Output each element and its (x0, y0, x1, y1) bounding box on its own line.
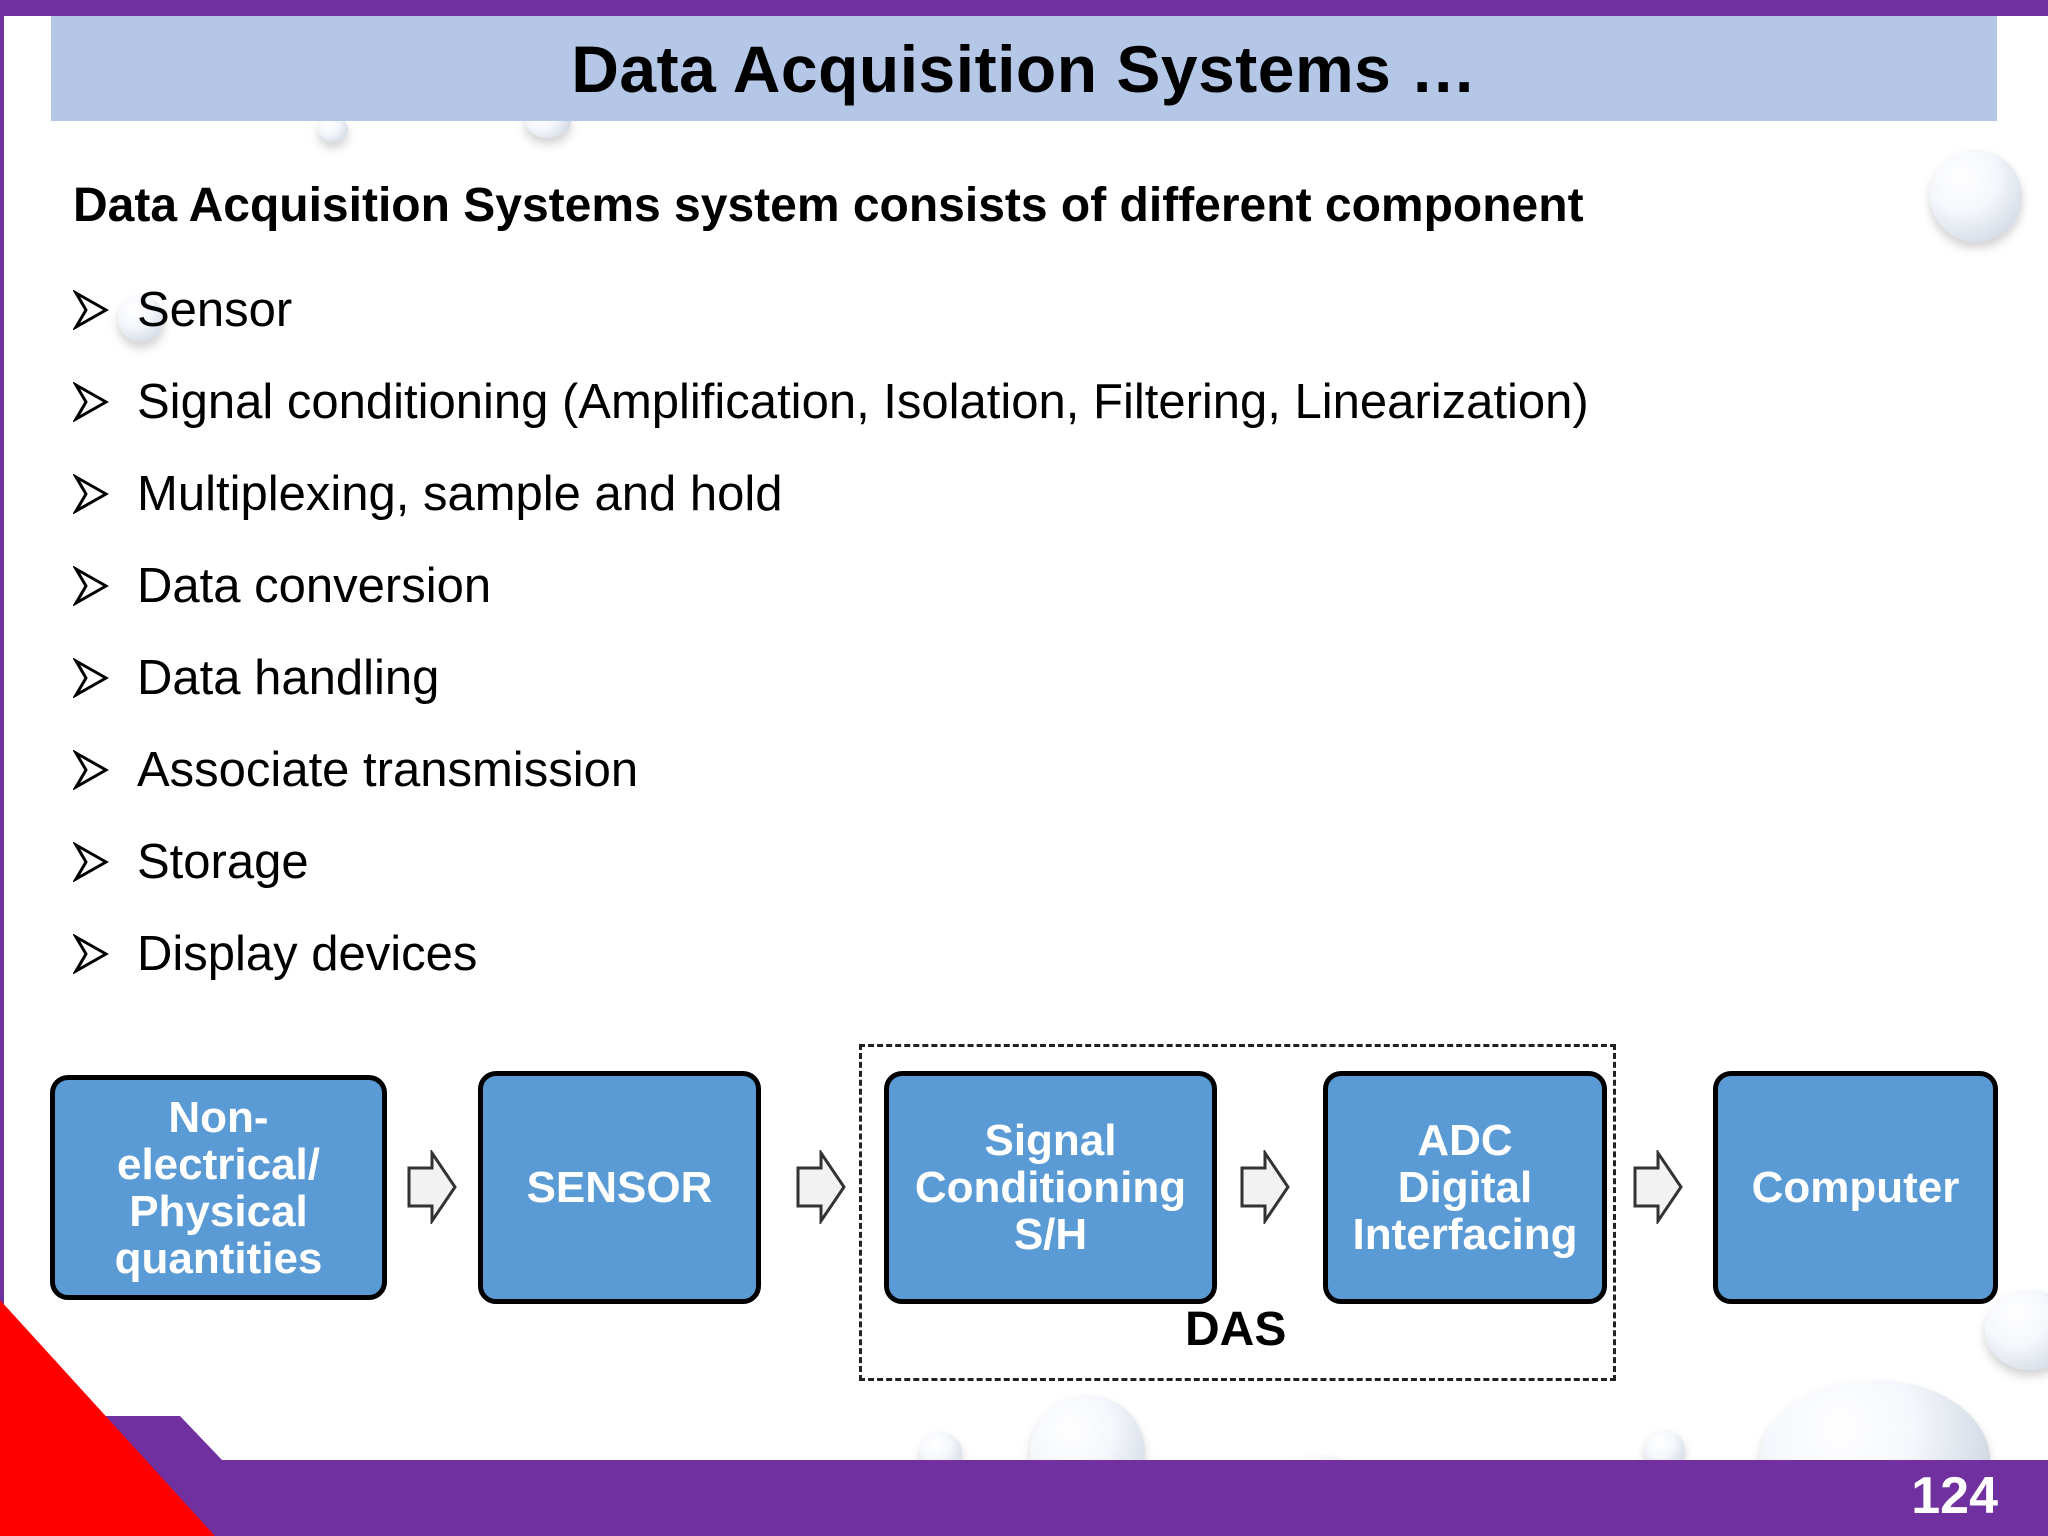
slide-title: Data Acquisition Systems … (571, 31, 1477, 106)
arrowhead-bullet-icon (73, 566, 109, 606)
bullet-item: Storage (73, 816, 1589, 908)
bullet-item: Signal conditioning (Amplification, Isol… (73, 356, 1589, 448)
bullet-text: Data conversion (137, 559, 492, 613)
corner-decoration (0, 1300, 222, 1536)
box-line: Computer (1751, 1163, 1960, 1212)
box-line: Conditioning (914, 1163, 1187, 1212)
box-line: Signal (984, 1116, 1117, 1165)
arrowhead-bullet-icon (73, 382, 109, 422)
bullet-item: Sensor (73, 264, 1589, 356)
bullet-text: Data handling (137, 651, 440, 705)
box-sensor: SENSOR (478, 1071, 761, 1304)
box-line: quantities (114, 1233, 323, 1283)
flow-arrow-icon (407, 1150, 457, 1224)
das-label: DAS (1185, 1303, 1287, 1356)
bullet-text: Sensor (137, 283, 293, 337)
bullet-text: Display devices (137, 927, 478, 981)
bullet-item: Data handling (73, 632, 1589, 724)
arrowhead-bullet-icon (73, 842, 109, 882)
bullet-text: Signal conditioning (Amplification, Isol… (137, 375, 1589, 429)
das-group-frame (859, 1044, 1616, 1381)
box-line: Non- (168, 1092, 269, 1142)
bullet-item: Data conversion (73, 540, 1589, 632)
arrowhead-bullet-icon (73, 750, 109, 790)
bullet-text: Associate transmission (137, 743, 639, 797)
left-accent-edge (0, 0, 4, 1536)
bullet-text: Storage (137, 835, 309, 889)
box-line: S/H (1013, 1210, 1088, 1259)
box-line: ADC (1417, 1116, 1513, 1165)
box-line: electrical/ (116, 1139, 320, 1189)
box-signal-conditioning: Signal Conditioning S/H (884, 1071, 1217, 1304)
bullet-item: Display devices (73, 908, 1589, 1000)
title-band: Data Acquisition Systems … (51, 16, 1997, 121)
arrowhead-bullet-icon (73, 658, 109, 698)
bullet-item: Associate transmission (73, 724, 1589, 816)
top-accent-bar (0, 0, 2048, 16)
bullet-item: Multiplexing, sample and hold (73, 448, 1589, 540)
flow-arrow-icon (1240, 1150, 1290, 1224)
bullet-text: Multiplexing, sample and hold (137, 467, 783, 521)
box-computer: Computer (1713, 1071, 1998, 1304)
box-line: Physical (129, 1186, 308, 1236)
bullet-list: Sensor Signal conditioning (Amplificatio… (73, 264, 1589, 1000)
box-adc-digital-interfacing: ADC Digital Interfacing (1323, 1071, 1607, 1304)
arrowhead-bullet-icon (73, 934, 109, 974)
droplet-decoration (1930, 150, 2022, 242)
arrowhead-bullet-icon (73, 290, 109, 330)
arrowhead-bullet-icon (73, 474, 109, 514)
flow-arrow-icon (796, 1150, 846, 1224)
page-number: 124 (1911, 1467, 1998, 1525)
box-line: SENSOR (526, 1163, 713, 1212)
intro-text: Data Acquisition Systems system consists… (73, 179, 1584, 232)
box-line: Interfacing (1352, 1210, 1578, 1259)
box-line: Digital (1397, 1163, 1533, 1212)
droplet-decoration (1985, 1290, 2048, 1370)
box-physical-quantities: Non- electrical/ Physical quantities (50, 1075, 387, 1300)
droplet-decoration (118, 296, 164, 342)
bottom-accent-bar (0, 1460, 2048, 1536)
flow-arrow-icon (1633, 1150, 1683, 1224)
